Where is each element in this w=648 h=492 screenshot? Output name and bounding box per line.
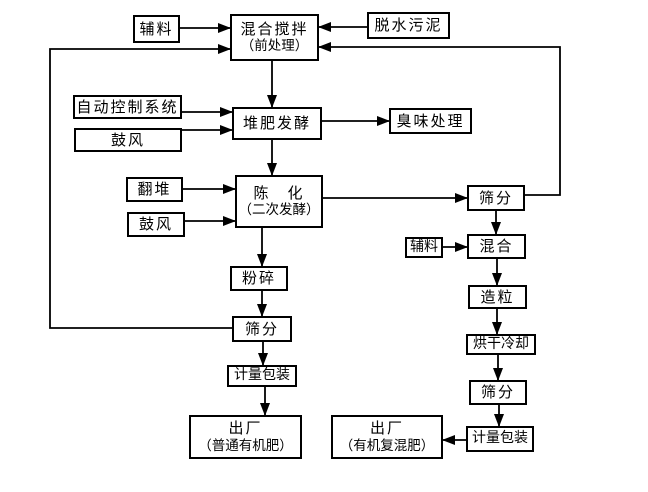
node-label: 混合 <box>479 237 514 256</box>
node-label: 辅料 <box>410 238 438 255</box>
node-auto-control-system: 自动控制系统 <box>73 95 182 119</box>
node-label: 筛分 <box>244 319 279 338</box>
node-label: 筛分 <box>478 188 513 207</box>
node-compost-fermentation: 堆肥发酵 <box>232 107 322 140</box>
node-blower-1: 鼓风 <box>74 128 182 152</box>
node-drying-cooling: 烘干冷却 <box>466 334 536 355</box>
node-sublabel: （前处理） <box>240 38 309 55</box>
node-label: 堆肥发酵 <box>242 114 311 133</box>
node-screening-right-2: 筛分 <box>469 380 527 405</box>
node-label: 计量包装 <box>472 430 528 447</box>
node-label: 出厂 <box>369 419 404 438</box>
node-label: 鼓风 <box>110 130 145 149</box>
node-label: 辅料 <box>139 19 174 38</box>
node-label: 出厂 <box>228 419 263 438</box>
node-pile-turning: 翻堆 <box>126 177 183 202</box>
node-label: 混合搅拌 <box>240 19 309 38</box>
node-label: 计量包装 <box>234 367 290 384</box>
node-label: 鼓风 <box>138 215 173 234</box>
node-sublabel: （有机复混肥） <box>339 437 435 454</box>
node-label: 筛分 <box>480 383 515 402</box>
edge-screening-left-feedback-to-mixing <box>49 44 232 329</box>
node-packing-left: 计量包装 <box>227 365 297 387</box>
node-label: 自动控制系统 <box>76 97 179 116</box>
node-label: 翻堆 <box>137 180 172 199</box>
node-sublabel: （二次发酵） <box>238 202 320 219</box>
node-auxiliary-material-right: 辅料 <box>405 237 443 258</box>
node-label: 粉碎 <box>241 269 276 288</box>
node-auxiliary-material-top: 辅料 <box>133 15 180 43</box>
edge-screening-right-feedback-to-mixing <box>318 42 561 196</box>
node-packing-right: 计量包装 <box>466 426 534 452</box>
node-factory-out-ordinary-organic: 出厂 （普通有机肥） <box>189 415 302 459</box>
node-factory-out-organic-compound: 出厂 （有机复混肥） <box>331 415 443 459</box>
node-aging-secondary-fermentation: 陈 化 （二次发酵） <box>235 175 323 228</box>
node-label: 烘干冷却 <box>473 335 529 352</box>
node-mixing-pretreatment: 混合搅拌 （前处理） <box>230 14 319 61</box>
node-dewatered-sludge: 脱水污泥 <box>367 12 450 39</box>
node-blower-2: 鼓风 <box>127 212 185 237</box>
node-label: 陈 化 <box>253 183 305 202</box>
node-mixing-right: 混合 <box>467 234 526 259</box>
node-label: 臭味处理 <box>396 111 465 130</box>
node-odor-treatment: 臭味处理 <box>389 108 472 134</box>
node-label: 造粒 <box>480 287 515 306</box>
node-sublabel: （普通有机肥） <box>198 437 293 454</box>
node-screening-left: 筛分 <box>232 316 292 342</box>
node-label: 脱水污泥 <box>374 16 443 35</box>
node-crushing: 粉碎 <box>230 266 288 291</box>
node-screening-right-1: 筛分 <box>467 185 525 211</box>
node-granulation: 造粒 <box>468 285 527 309</box>
